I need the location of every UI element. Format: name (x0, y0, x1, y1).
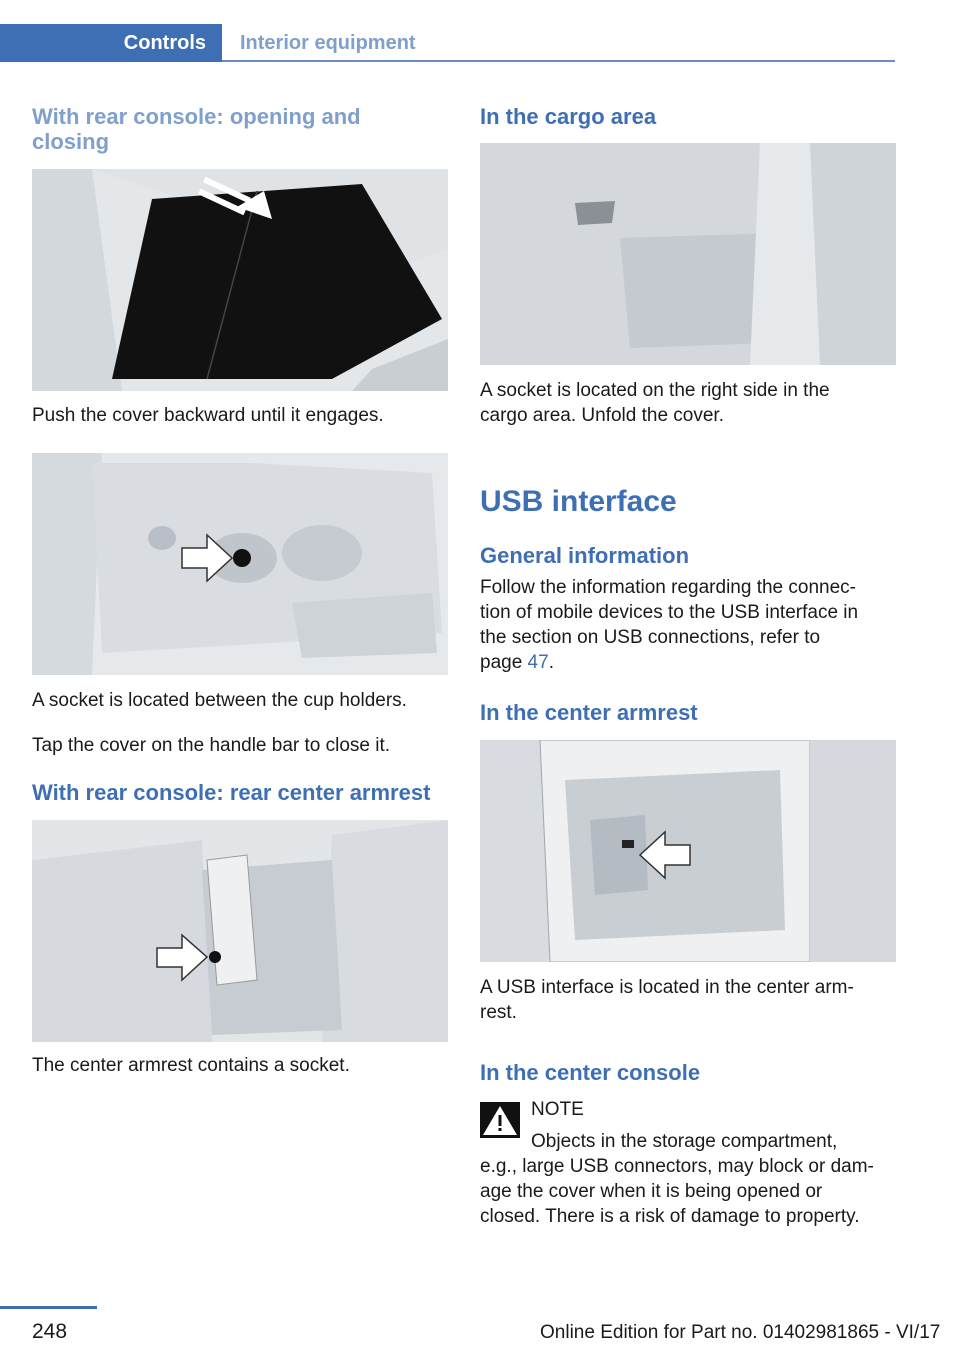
edition-text: Online Edition for Part no. 01402981865 … (540, 1322, 941, 1343)
note-line4: closed. There is a risk of damage to pro… (480, 1206, 860, 1227)
general-line2: tion of mobile devices to the USB interf… (480, 602, 859, 623)
note-line3: age the cover when it is being opened or (480, 1181, 823, 1202)
general-line4: page 47. (480, 650, 896, 675)
heading-center-armrest: In the center armrest (480, 700, 698, 725)
footer-rule (0, 1306, 97, 1309)
page-number: 248 (32, 1320, 68, 1343)
title-usb-interface: USB interface (480, 485, 677, 518)
illustration-center-armrest (480, 740, 896, 962)
general-line1: Follow the information regarding the con… (480, 577, 856, 598)
heading-cargo-area: In the cargo area (480, 104, 657, 129)
general-line3: the section on USB connections, refer to (480, 627, 821, 648)
caption-armrest-line2: rest. (480, 1002, 517, 1023)
note-line2: e.g., large USB connectors, may block or… (480, 1156, 874, 1177)
page-link-47[interactable]: 47 (527, 652, 549, 673)
caption-cargo-line2: cargo area. Unfold the cover. (480, 405, 724, 426)
caption-tap-cover: Tap the cover on the handle bar to close… (32, 735, 391, 756)
heading-general-information: General information (480, 543, 690, 568)
caption-socket-cup-holders: A socket is located between the cup hold… (32, 690, 407, 711)
caption-armrest-socket: The center armrest contains a socket. (32, 1055, 350, 1076)
heading-rear-center-armrest: With rear console: rear center armrest (32, 780, 431, 805)
note-label: NOTE (531, 1099, 584, 1120)
general-line4-prefix: page (480, 652, 528, 673)
illustration-rear-armrest (32, 820, 448, 1042)
illustration-cargo-area (480, 143, 896, 365)
tab-interior-equipment[interactable]: Interior equipment (240, 31, 416, 54)
heading-center-console: In the center console (480, 1060, 701, 1085)
general-line4-suffix: . (548, 652, 554, 673)
caption-cargo-line1: A socket is located on the right side in… (480, 380, 830, 401)
note-line1: Objects in the storage compartment, (531, 1131, 838, 1152)
tab-controls[interactable]: Controls (0, 24, 222, 62)
illustration-cover-closing (32, 169, 448, 391)
warning-triangle-icon (480, 1102, 520, 1138)
caption-armrest-line1: A USB interface is located in the center… (480, 977, 854, 998)
header-tabs: Controls Interior equipment (0, 24, 895, 62)
caption-push-cover: Push the cover backward until it engages… (32, 405, 384, 426)
illustration-cup-holders (32, 453, 448, 675)
heading-opening-closing: With rear console: opening and closing (32, 104, 361, 154)
